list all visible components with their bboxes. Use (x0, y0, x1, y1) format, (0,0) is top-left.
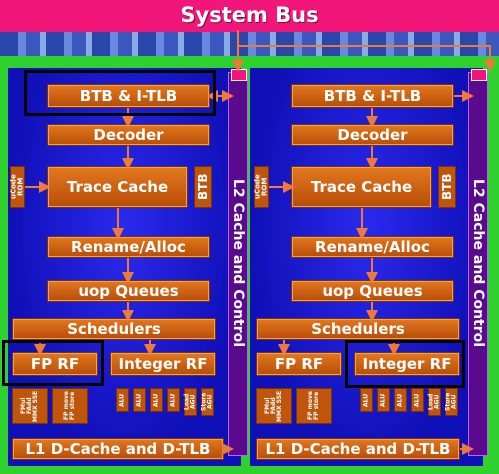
schedulers-unit: Schedulers (12, 318, 216, 340)
l2-bus-port (471, 69, 487, 81)
l2-cache-label: L2 Cache and Control (230, 178, 246, 348)
trace-cache-unit: Trace Cache (47, 166, 188, 208)
trace-cache-unit: Trace Cache (291, 166, 432, 208)
uop-queues-unit: uop Queues (47, 280, 210, 302)
schedulers-unit: Schedulers (256, 318, 460, 340)
btb-itlb-unit: BTB & I-TLB (291, 84, 454, 108)
system-bus-label: System Bus (180, 3, 319, 27)
system-bus-strip (0, 32, 499, 56)
rename-alloc-unit: Rename/Alloc (47, 236, 210, 258)
l2-cache-control: L2 Cache and Control (228, 69, 248, 456)
highlight-fp-rf (2, 340, 104, 386)
fp-rf-unit: FP RF (256, 352, 342, 376)
l2-cache-label: L2 Cache and Control (470, 178, 486, 348)
system-bus-banner: System Bus (0, 0, 499, 32)
l1-dcache-unit: L1 D-Cache and D-TLB (256, 438, 460, 460)
l1-dcache-unit: L1 D-Cache and D-TLB (12, 438, 224, 460)
rename-alloc-unit: Rename/Alloc (291, 236, 454, 258)
integer-rf-unit: Integer RF (354, 352, 460, 376)
fp-rf-unit: FP RF (12, 352, 98, 376)
integer-rf-unit: Integer RF (110, 352, 216, 376)
highlight-integer-rf (345, 340, 465, 388)
l2-cache-control: L2 Cache and Control (468, 69, 488, 456)
highlight-btb-itlb (24, 70, 216, 116)
